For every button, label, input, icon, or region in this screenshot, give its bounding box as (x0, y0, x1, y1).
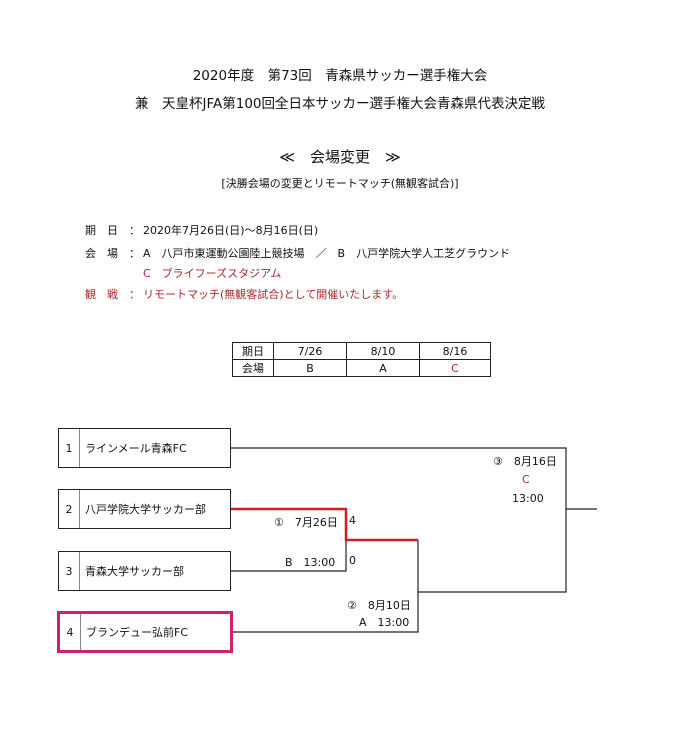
team-number: 2 (59, 490, 80, 528)
match2-time: A 13:00 (359, 616, 410, 629)
team-box-3: 3 青森大学サッカー部 (58, 551, 231, 591)
cell: 会場 (232, 359, 274, 377)
team-box-4: 4 ブランデュー弘前FC (57, 611, 233, 653)
notice-subtitle: [決勝会場の変更とリモートマッチ(無観客試合)] (221, 177, 459, 190)
match1-score-top: 4 (349, 514, 356, 527)
team-name: 青森大学サッカー部 (85, 565, 184, 578)
table-row: 期日 7/26 8/10 8/16 (232, 342, 491, 360)
team-name: ブランデュー弘前FC (86, 626, 189, 639)
title-line-1: 2020年度 第73回 青森県サッカー選手権大会 (192, 68, 488, 84)
cell: 7/26 (273, 342, 347, 360)
team-name: 八戸学院大学サッカー部 (85, 503, 206, 516)
match3-venue: C (522, 473, 530, 486)
title-line-2: 兼 天皇杯JFA第100回全日本サッカー選手権大会青森県代表決定戦 (134, 96, 545, 112)
bracket-line-m2 (231, 540, 419, 633)
team-number: 4 (60, 614, 81, 650)
date-label: 期 日 ： (85, 224, 140, 237)
schedule-table: 期日 7/26 8/10 8/16 会場 B A C (232, 342, 491, 377)
match1-score-bottom: 0 (349, 554, 356, 567)
venue-value: A 八戸市東運動公園陸上競技場 ／ B 八戸学院大学人工芝グラウンド (143, 247, 511, 260)
winner-path (231, 507, 418, 542)
bracket-line-final (231, 447, 567, 593)
cell: C (419, 359, 491, 377)
team-number: 1 (59, 429, 80, 467)
match2-date: ② 8月10日 (347, 599, 411, 612)
team-name: ラインメール青森FC (85, 442, 187, 455)
team-box-2: 2 八戸学院大学サッカー部 (58, 489, 231, 529)
watch-label: 観 戦 ： (85, 288, 140, 301)
watch-value: リモートマッチ(無観客試合)として開催いたします。 (143, 288, 404, 301)
notice-heading: ≪ 会場変更 ≫ (279, 148, 401, 166)
venue-label: 会 場 ： (85, 247, 140, 260)
match3-date: ③ 8月16日 (493, 455, 557, 468)
team-number: 3 (59, 552, 80, 590)
match3-time: 13:00 (512, 492, 544, 505)
match1-time: B 13:00 (285, 556, 336, 569)
venue-c: C ブライフーズスタジアム (143, 267, 282, 280)
team-box-1: 1 ラインメール青森FC (58, 428, 231, 468)
match1-date: ① 7月26日 (274, 516, 338, 529)
table-row: 会場 B A C (232, 359, 491, 377)
date-value: 2020年7月26日(日)〜8月16日(日) (143, 224, 319, 237)
